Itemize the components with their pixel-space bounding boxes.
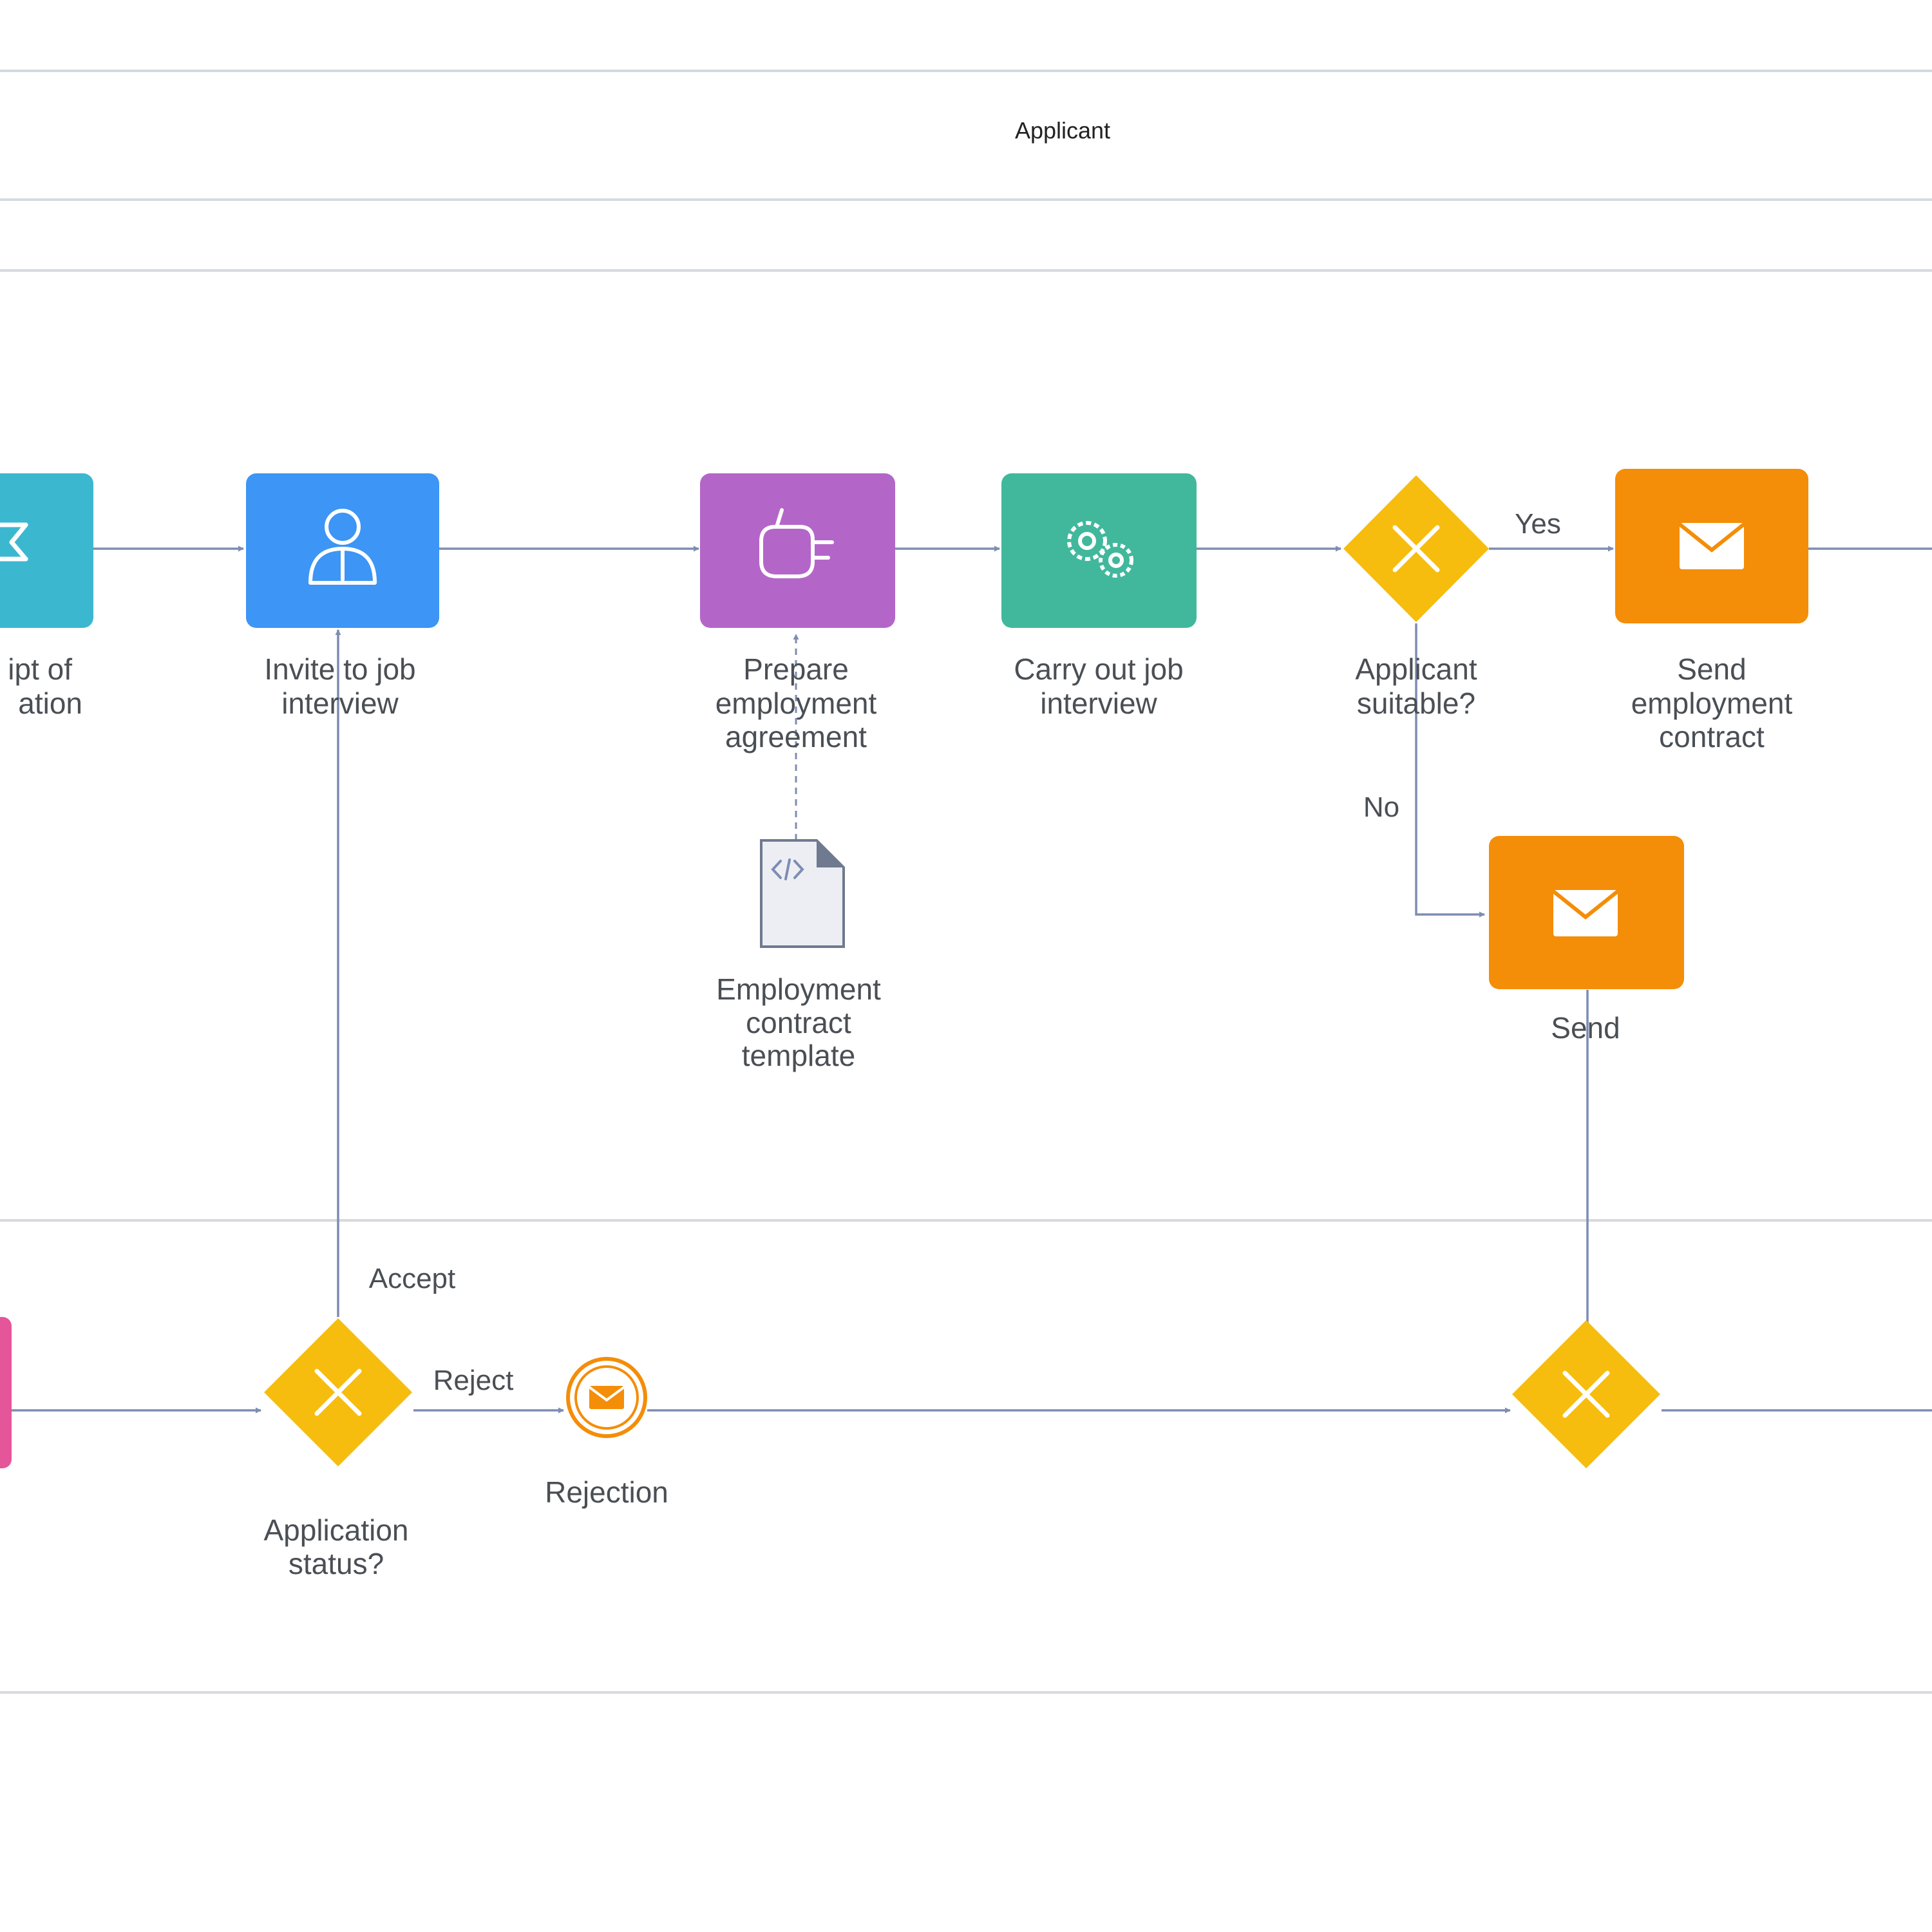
task-send-no[interactable]: Send	[1489, 836, 1684, 1045]
document-label-3: template	[742, 1039, 855, 1072]
gateway-suitable-label-2: suitable?	[1357, 687, 1475, 720]
envelope-icon	[1552, 889, 1619, 936]
document-label-2: contract	[746, 1006, 851, 1039]
task-carry-out-label-2: interview	[1040, 687, 1157, 720]
x-icon	[314, 1368, 362, 1416]
event-rejection[interactable]: Rejection	[545, 1357, 668, 1509]
task-carry-out-box[interactable]	[1001, 473, 1197, 628]
x-icon	[1562, 1370, 1610, 1418]
task-prepare-box[interactable]	[700, 473, 895, 628]
flow-gateway-no	[1415, 623, 1485, 918]
task-send-contract-label-3: contract	[1659, 720, 1765, 753]
task-receipt-label-2: ation	[18, 687, 82, 720]
event-rejection-inner	[574, 1365, 639, 1430]
gateway-merge[interactable]	[1512, 1320, 1660, 1468]
gateway-status-label-1: Application	[263, 1513, 408, 1547]
task-prepare-label-2: employment	[715, 687, 877, 720]
task-invite-label-1: Invite to job	[264, 652, 415, 686]
task-carry-out-label-1: Carry out job	[1014, 652, 1183, 686]
hand-icon	[759, 508, 834, 578]
x-icon	[1392, 525, 1440, 573]
gears-icon	[1067, 521, 1133, 578]
gateway-suitable-label-1: Applicant	[1355, 652, 1477, 686]
flow-label-accept: Accept	[369, 1263, 456, 1294]
flow-label-reject: Reject	[433, 1365, 514, 1396]
flow-label-no: No	[1363, 791, 1399, 823]
code-icon	[771, 858, 804, 880]
task-pink-partial[interactable]	[0, 1317, 12, 1468]
gateway-application-status[interactable]: Application status?	[263, 1318, 412, 1580]
task-prepare-label-3: agreement	[725, 720, 867, 753]
task-send-no-label: Send	[1551, 1011, 1620, 1045]
gateway-status-label-2: status?	[289, 1547, 384, 1580]
task-receipt-box[interactable]	[0, 473, 93, 628]
document-label-1: Employment	[716, 972, 881, 1006]
task-invite[interactable]: Invite to job interview	[246, 473, 439, 720]
envelope-icon	[1678, 522, 1745, 569]
task-send-contract-label-1: Send	[1677, 652, 1746, 686]
document-employment-contract-template[interactable]: Employment contract template	[716, 839, 881, 1072]
lane-title: Applicant	[1015, 117, 1110, 144]
task-send-contract[interactable]: Send employment contract	[1615, 469, 1808, 753]
event-rejection-label: Rejection	[545, 1475, 668, 1509]
task-prepare-label-1: Prepare	[743, 652, 849, 686]
task-prepare[interactable]: Prepare employment agreement	[700, 473, 895, 753]
user-icon	[308, 509, 377, 585]
document-fold	[817, 840, 844, 867]
gateway-applicant-suitable[interactable]: Applicant suitable?	[1343, 475, 1489, 720]
task-receipt[interactable]: ipt of ation	[0, 473, 93, 720]
message-icon	[588, 1386, 625, 1409]
flow-label-yes: Yes	[1515, 508, 1561, 540]
envelope-icon	[0, 522, 28, 562]
task-carry-out[interactable]: Carry out job interview	[1001, 473, 1197, 720]
sequence-flows	[12, 545, 1932, 1414]
pool-lines	[0, 70, 1932, 1694]
task-send-contract-label-2: employment	[1631, 687, 1793, 720]
task-invite-label-2: interview	[281, 687, 399, 720]
task-receipt-label-1: ipt of	[8, 652, 72, 686]
